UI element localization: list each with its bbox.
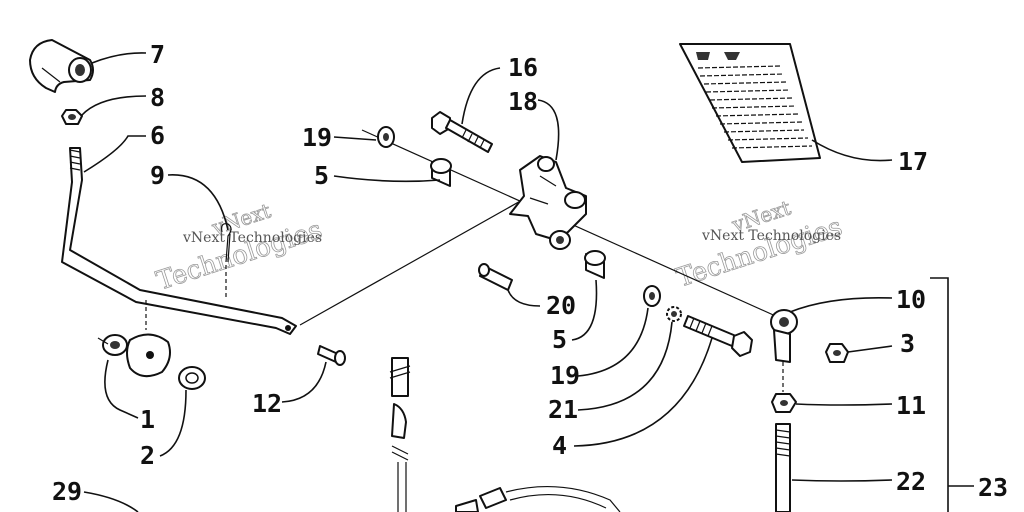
- watermark-right: vNext Technologies vNext Technologies: [672, 195, 846, 294]
- callout-10: 10: [896, 285, 926, 314]
- knob-part: [29, 39, 94, 93]
- threaded-rod-part: [775, 423, 791, 512]
- decal-part: [679, 43, 821, 163]
- washer-part: [377, 126, 395, 148]
- assembly-bracket-23: [930, 277, 949, 512]
- callout-11: 11: [896, 391, 926, 420]
- callout-7: 7: [150, 40, 165, 69]
- leader-22: [791, 479, 893, 482]
- leader-6: [83, 135, 146, 173]
- callout-18: 18: [508, 87, 538, 116]
- callout-8: 8: [150, 83, 165, 112]
- nut-part: [61, 109, 83, 125]
- bracket-part: [509, 155, 587, 250]
- leader-16: [461, 67, 501, 125]
- callout-2: 2: [140, 441, 155, 470]
- rod-end-part: [770, 309, 798, 363]
- cable-part: [389, 357, 411, 512]
- callout-4: 4: [552, 431, 567, 460]
- callout-19: 19: [550, 361, 580, 390]
- leader-21: [577, 321, 673, 411]
- leader-5: [571, 279, 598, 341]
- leader-5: [333, 175, 441, 183]
- lever-rod-part: [61, 147, 297, 335]
- leader-18: [537, 99, 560, 161]
- bolt-part: [431, 111, 493, 153]
- callout-3: 3: [900, 329, 915, 358]
- connector-part: [455, 485, 621, 512]
- watermark-caption: vNext Technologies: [701, 228, 841, 244]
- watermark-caption: vNext Technologies: [182, 230, 322, 246]
- callout-9: 9: [150, 161, 165, 190]
- callout-22: 22: [896, 467, 926, 496]
- callout-17: 17: [898, 147, 928, 176]
- watermark-left: vNext Technologies vNext Technologies: [152, 198, 326, 297]
- leader-19: [333, 136, 377, 141]
- callout-6: 6: [150, 121, 165, 150]
- leader-1: [104, 359, 139, 419]
- leader-2: [159, 389, 187, 457]
- leader-20: [507, 289, 541, 307]
- callout-16: 16: [508, 53, 538, 82]
- callout-19: 19: [302, 123, 332, 152]
- washer-part: [643, 285, 661, 307]
- callout-23: 23: [978, 473, 1008, 502]
- bushing-part: [97, 333, 171, 378]
- callout-5: 5: [552, 325, 567, 354]
- callout-12: 12: [252, 389, 282, 418]
- leader-9: [167, 174, 229, 231]
- pin-part: [478, 263, 513, 291]
- leader-19: [577, 307, 649, 377]
- callout-1: 1: [140, 405, 155, 434]
- lock-washer-part: [666, 306, 682, 322]
- spacer-part: [430, 158, 452, 187]
- washer-part: [178, 366, 206, 390]
- bolt-part: [683, 315, 753, 357]
- leader-29: [83, 491, 139, 512]
- leader-7: [91, 52, 147, 64]
- callout-5: 5: [314, 161, 329, 190]
- leader-8: [81, 95, 147, 116]
- callout-29: 29: [52, 477, 82, 506]
- leader-3: [847, 345, 893, 353]
- nut-part: [825, 343, 849, 363]
- leader-17: [811, 139, 893, 162]
- leader-10: [789, 296, 893, 313]
- leader-11: [795, 403, 893, 406]
- callout-21: 21: [548, 395, 578, 424]
- cotter-pin-part: [221, 223, 232, 263]
- pin-part: [317, 345, 346, 366]
- spacer-part: [584, 250, 606, 279]
- callout-20: 20: [546, 291, 576, 320]
- leader-12: [281, 361, 327, 403]
- leader-4: [573, 337, 713, 447]
- nut-part: [771, 393, 797, 413]
